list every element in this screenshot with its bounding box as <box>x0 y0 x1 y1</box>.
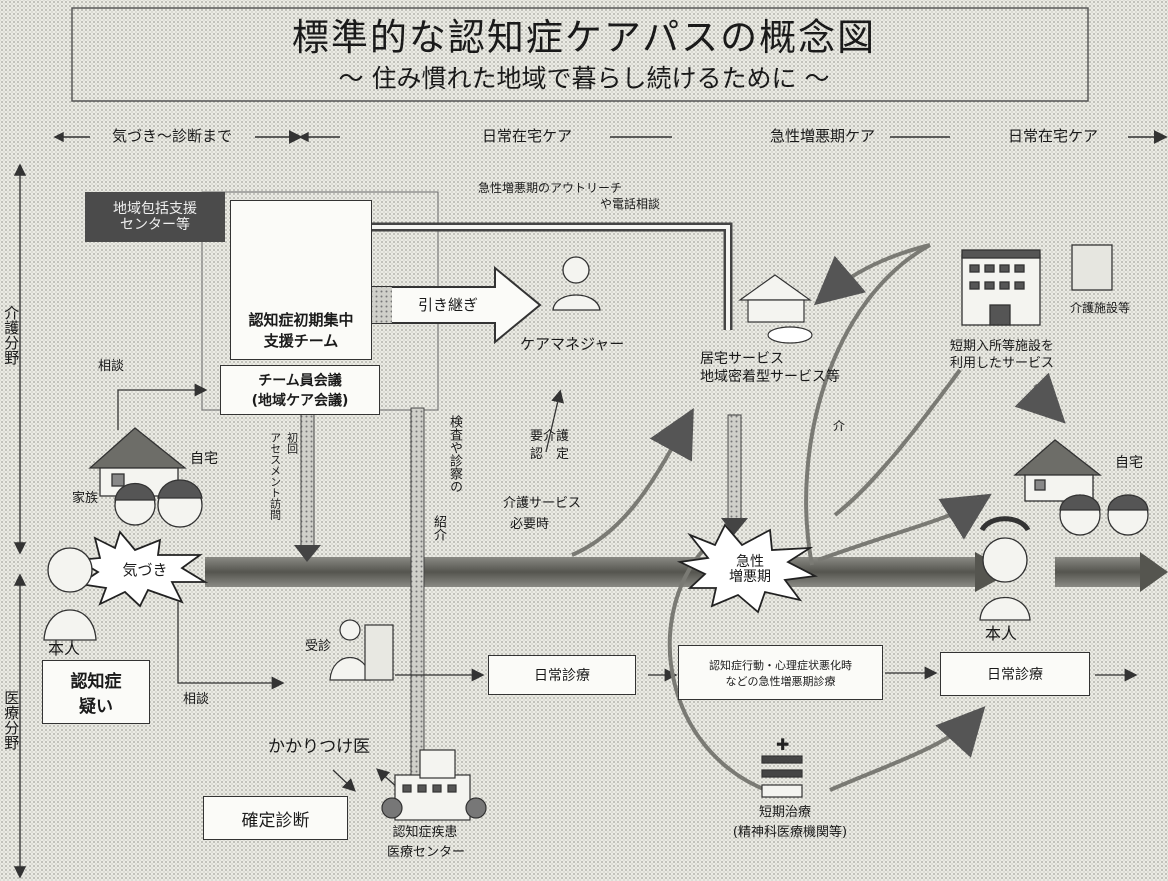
house-icon <box>738 274 813 344</box>
svg-text:✚: ✚ <box>776 735 789 754</box>
care-manager-label: ケアマネジャー <box>520 335 625 353</box>
suspected-dementia-box: 認知症 疑い <box>42 660 150 724</box>
support-center-box: 地域包括支援 センター等 <box>85 192 225 242</box>
side-arrows <box>13 163 27 879</box>
patient-label: 本人 <box>985 624 1018 643</box>
acute-label-line: 増悪期 <box>729 569 771 586</box>
outreach-label: や電話相談 <box>600 197 661 211</box>
patient-icon <box>43 547 97 641</box>
phase-label: 急性増悪期ケア <box>770 127 876 145</box>
suspected-line: 認知症 <box>70 672 122 692</box>
building-icon <box>961 244 1113 326</box>
short-stay-label: 利用したサービス <box>950 356 1055 371</box>
home-label: 自宅 <box>1115 455 1143 471</box>
exam-referral-label: 紹介 <box>430 515 446 541</box>
consult-label: 相談 <box>98 359 125 374</box>
building-icon <box>381 749 487 821</box>
care-cert-label: 要介護 <box>530 429 570 444</box>
medical-center-label: 認知症疾患 <box>392 825 458 840</box>
page-title: 標準的な認知症ケアパスの概念図 <box>291 16 877 59</box>
acute-response-box: 認知症行動・心理症状悪化時 などの急性増悪期診療 <box>678 645 883 700</box>
daily-care-box: 日常診療 <box>488 655 636 695</box>
exam-referral-label: 検査や診察の <box>446 415 462 493</box>
medical-center-label: 医療センター <box>386 845 465 860</box>
acute-label-line: 急性 <box>736 554 764 570</box>
suspected-line: 疑い <box>79 697 113 717</box>
team-meeting-line: (地域ケア会議) <box>251 393 349 409</box>
phase-label: 気づき～診断まで <box>112 127 233 145</box>
phase-label: 日常在宅ケア <box>1008 127 1099 145</box>
timeline-bar <box>205 557 980 587</box>
home-label: 自宅 <box>190 451 218 467</box>
home-service-label: 居宅サービス <box>700 351 784 367</box>
phase-arrows <box>53 130 1168 144</box>
team-label-line: 支援チーム <box>263 332 339 350</box>
definitive-diagnosis-box: 確定診断 <box>203 796 348 840</box>
family-icon <box>114 479 203 528</box>
daily-care-box: 日常診療 <box>940 652 1090 696</box>
acute-response-line: などの急性増悪期診療 <box>725 674 836 688</box>
patient-icon <box>979 516 1031 621</box>
awareness-burst <box>75 530 209 608</box>
team-meeting-box: チーム員会議 (地域ケア会議) <box>220 365 380 415</box>
house-icon <box>88 427 187 497</box>
care-cert-label: 認 定 <box>530 447 570 462</box>
phase-label: 日常在宅ケア <box>482 127 573 145</box>
home-service-label: 地域密着型サービス等 <box>700 369 840 385</box>
visit-label: 受診 <box>305 639 332 654</box>
doctor-icon <box>329 619 394 681</box>
care-need-label: 介護サービス <box>503 496 582 511</box>
family-label: 家族 <box>72 491 99 506</box>
team-meeting-line: チーム員会議 <box>258 373 342 389</box>
acute-label: 急性 増悪期 <box>715 554 785 586</box>
team-label-line: 認知症初期集中 <box>248 311 354 329</box>
acute-burst <box>676 523 818 614</box>
outreach-label: 急性増悪期のアウトリーチ <box>478 181 623 195</box>
support-center-line: センター等 <box>120 217 190 233</box>
intermediary-label: 介 <box>833 419 846 433</box>
page-subtitle: ～ 住み慣れた地域で暮らし続けるために ～ <box>338 64 830 93</box>
awareness-label: 気づき <box>122 561 168 579</box>
acute-response-line: 認知症行動・心理症状悪化時 <box>709 658 852 672</box>
hospital-label: 短期治療 <box>758 805 811 820</box>
family-icon <box>1059 494 1149 536</box>
building-icon: ✚ <box>761 735 803 798</box>
patient-label: 本人 <box>48 639 81 658</box>
support-center-line: 地域包括支援 <box>113 200 197 217</box>
initial-support-team-box: 認知症初期集中 支援チーム <box>230 200 372 360</box>
hospital-label: (精神科医療機関等) <box>732 825 848 840</box>
medical-field-label: 医療分野 <box>2 690 21 750</box>
title-frame <box>71 7 1089 102</box>
consult-label: 相談 <box>183 692 210 707</box>
handover-label: 引き継ぎ <box>418 296 479 314</box>
initial-assessment-label: 初回 <box>285 432 299 454</box>
house-icon <box>1013 439 1102 502</box>
care-need-label: 必要時 <box>510 517 550 532</box>
care-field-label: 介護分野 <box>2 305 21 365</box>
facility-label: 介護施設等 <box>1070 301 1131 315</box>
initial-assessment-label: アセスメント訪問 <box>268 432 282 520</box>
short-stay-label: 短期入所等施設を <box>950 339 1055 354</box>
family-doctor-label: かかりつけ医 <box>268 737 371 757</box>
